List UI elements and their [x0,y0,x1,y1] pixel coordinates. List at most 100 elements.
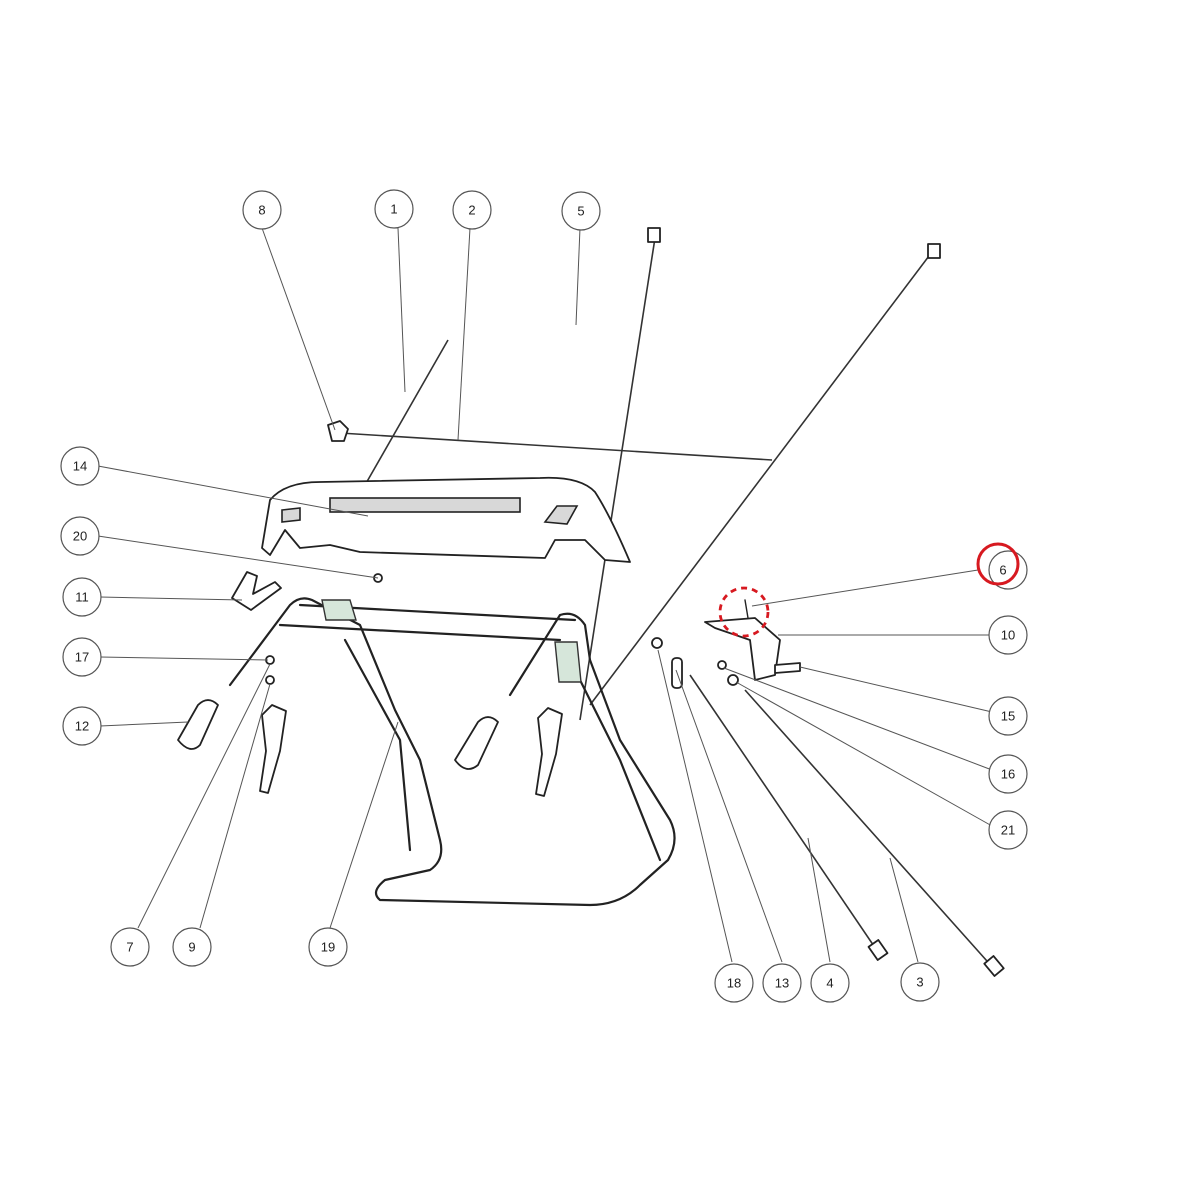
callout-4-label: 4 [826,976,833,991]
cable-4 [689,674,881,956]
cable-3 [744,689,996,971]
callout-8[interactable]: 8 [242,190,282,230]
highlight-dashed-part-6 [718,586,770,638]
callout-18-label: 18 [727,976,741,991]
grip-12 [177,699,219,750]
callout-3[interactable]: 3 [900,962,940,1002]
callout-10-label: 10 [1001,628,1015,643]
cable-5 [579,237,656,721]
highlight-markers [718,542,1020,638]
callout-7[interactable]: 7 [110,927,150,967]
callout-9-label: 9 [188,940,195,955]
cable-5-end-fitting [647,227,661,243]
callout-14[interactable]: 14 [60,446,100,486]
leader-9 [199,683,271,929]
callout-16[interactable]: 16 [988,754,1028,794]
leader-16 [723,667,993,771]
leader-19 [329,721,399,929]
callout-1[interactable]: 1 [374,189,414,229]
callout-4[interactable]: 4 [810,963,850,1003]
panel-left-window [281,507,301,523]
highlight-circle-callout-6 [976,542,1020,586]
leader-3 [889,857,919,963]
callout-7-label: 7 [126,940,133,955]
cable-3-end [983,955,1005,977]
callout-13-label: 13 [775,976,789,991]
pin-6 [744,599,749,619]
lever-right [535,707,563,797]
leader-12 [99,721,189,727]
callout-5[interactable]: 5 [561,191,601,231]
callout-13[interactable]: 13 [762,963,802,1003]
callout-8-label: 8 [258,203,265,218]
callout-6-label: 6 [999,563,1006,578]
panel-right-window [543,505,579,525]
callout-18[interactable]: 18 [714,963,754,1003]
washer-16 [717,660,727,670]
leader-11 [99,596,243,601]
leader-17 [99,656,269,661]
leader-15 [799,666,993,713]
leader-4 [807,837,831,963]
leader-6 [751,569,979,607]
cable-right-end-fitting [927,243,941,259]
frame-inner-leg-left [343,638,412,852]
parts-drawing [177,227,1005,977]
lever-11 [231,571,282,611]
panel-recess [329,497,521,513]
callout-2-label: 2 [468,203,475,218]
callout-2[interactable]: 2 [452,190,492,230]
handle-frame-19 [228,597,676,907]
callout-15[interactable]: 15 [988,696,1028,736]
callout-9[interactable]: 9 [172,927,212,967]
callout-12-label: 12 [75,719,89,734]
callout-17-label: 17 [75,650,89,665]
cable-long-right [589,247,936,706]
leader-1 [397,227,406,393]
callout-11[interactable]: 11 [62,577,102,617]
nut-21 [727,674,739,686]
cable-2-rod [339,432,773,461]
leader-18 [657,649,733,963]
lever-9-left [259,704,287,794]
leader-7 [137,663,271,929]
callout-bubbles: 8 1 2 5 14 20 11 17 [60,189,1028,1003]
callout-20-label: 20 [73,529,87,544]
leader-8 [261,227,336,431]
leader-2 [457,227,471,441]
grip-right [454,716,499,770]
frame-crossbar-lower [278,623,562,642]
leader-20 [97,535,379,579]
callout-5-label: 5 [577,204,584,219]
cable-4-end [867,939,889,961]
callout-1-label: 1 [390,202,397,217]
callout-10[interactable]: 10 [988,615,1028,655]
callout-3-label: 3 [916,975,923,990]
callout-15-label: 15 [1001,709,1015,724]
callout-21-label: 21 [1001,823,1015,838]
leader-5 [575,227,581,326]
nut-18 [651,637,663,649]
nut-7 [265,675,275,685]
leader-14 [97,465,369,517]
bracket-green-left [321,599,357,621]
knob-8 [327,420,349,442]
callout-19[interactable]: 19 [308,927,348,967]
callout-14-label: 14 [73,459,87,474]
callout-20[interactable]: 20 [60,516,100,556]
bracket-10 [704,617,781,681]
leader-13 [675,669,783,963]
callout-12[interactable]: 12 [62,706,102,746]
callout-21[interactable]: 21 [988,810,1028,850]
frame-inner-leg-right [568,658,662,862]
leader-lines [97,227,993,963]
callout-11-label: 11 [75,590,89,605]
control-panel-14 [261,476,631,563]
bolt-15 [774,662,801,674]
bracket-green-right [554,641,582,683]
callout-16-label: 16 [1001,767,1015,782]
leader-21 [735,681,993,827]
callout-17[interactable]: 17 [62,637,102,677]
callout-19-label: 19 [321,940,335,955]
